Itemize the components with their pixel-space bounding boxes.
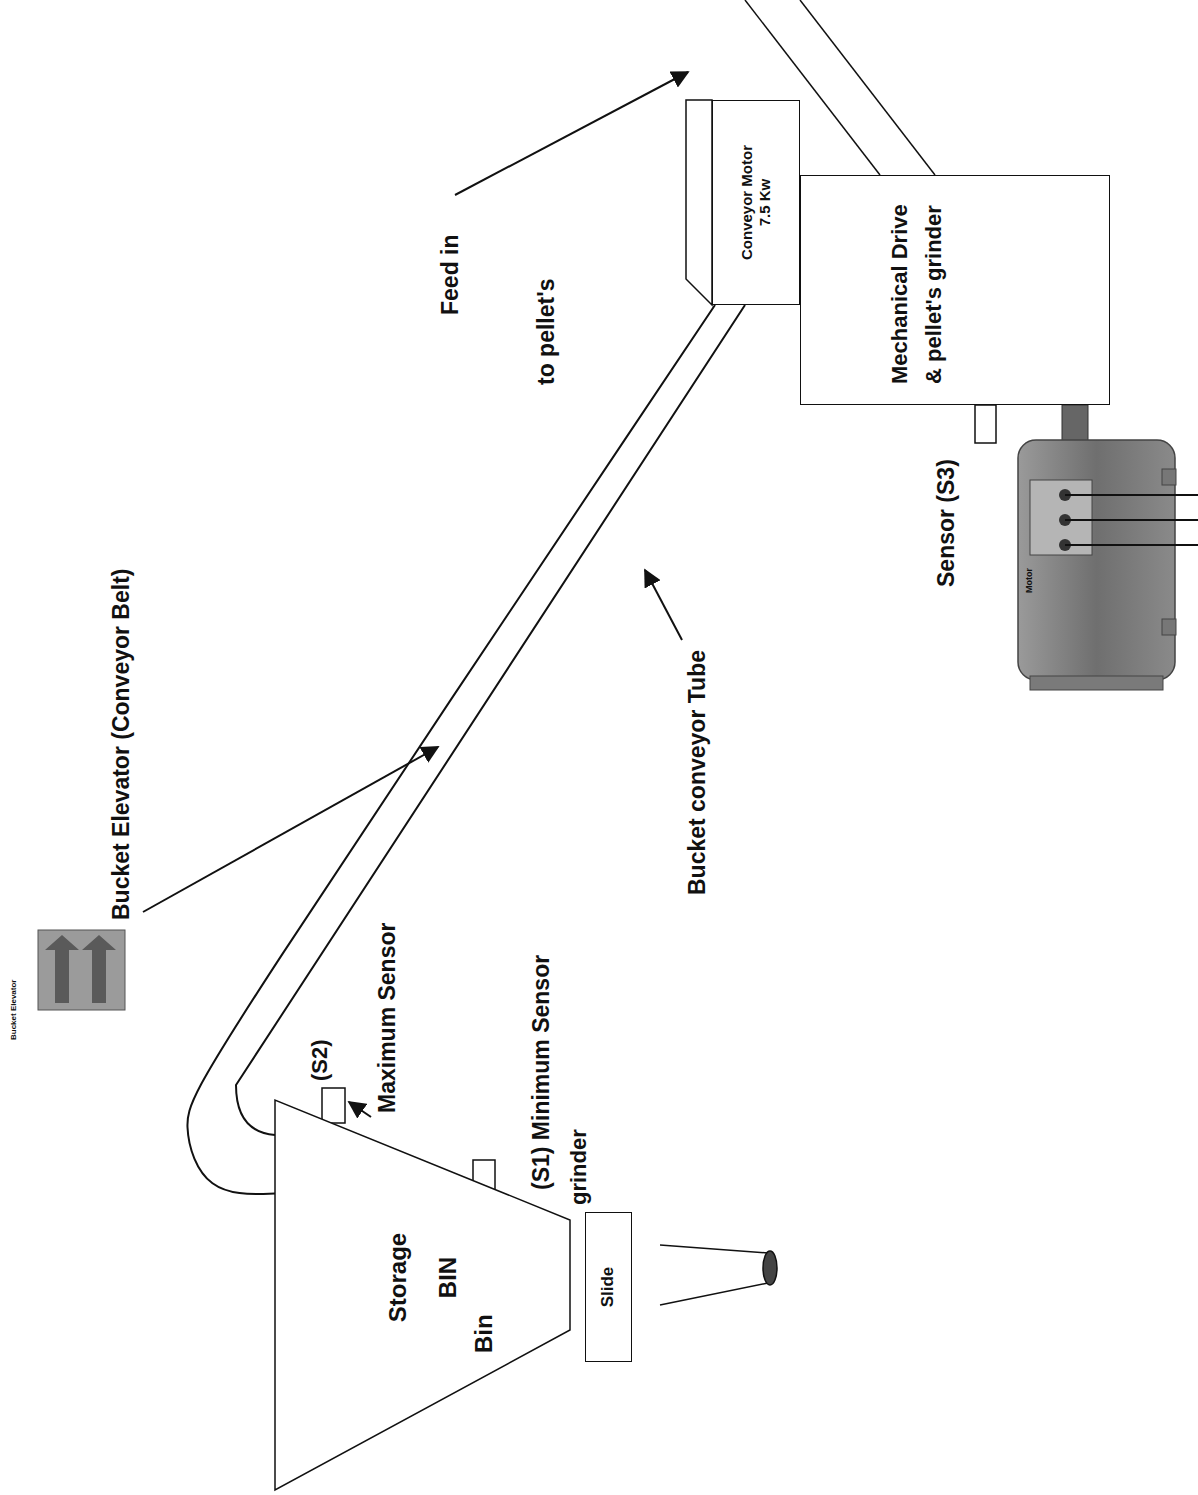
leader-arrow [455,72,688,195]
chute-line [800,0,935,175]
callout-label: Bucket conveyor Tube [684,650,710,895]
motor-end-cap [1030,676,1163,690]
storage-bin: Storage BINBin [275,1100,570,1490]
callout-label: (S2) [307,1039,332,1081]
icon-arrow [82,935,116,1003]
leader-arrow [349,1102,371,1117]
callout-label: (S1) Minimum Sensor [528,955,554,1190]
supply-wire [1065,494,1198,496]
icon-arrow [45,935,79,1003]
terminal-box [1030,480,1092,555]
motor-foot [1162,619,1176,635]
slide-gate: Slide [585,1212,632,1362]
callout-label: Bucket Elevator (Conveyor Belt) [108,569,134,920]
callout-label: to pellet's [533,279,559,385]
tube-wall [236,305,745,1135]
bin-outline-path [275,1100,570,1490]
outlet-cone [660,1245,768,1253]
callout-label: Feed in [437,234,463,315]
box-top-face [686,100,712,305]
node-text: Bin [470,1314,499,1353]
electric-motor [1018,405,1198,690]
conveyor-tube [187,305,715,1194]
node-text: Storage BIN [373,1215,473,1340]
icon-body [38,930,125,1010]
callout-label: Maximum Sensor [374,923,400,1113]
outlet-cone [660,1283,768,1305]
callout-label: grinder [566,1129,591,1205]
outlet-spout [763,1251,777,1285]
bucket-elevator-icon [38,930,125,1010]
node-text: Mechanical Drive & pellet's grinder [883,194,951,384]
bin-outline [275,1100,570,1490]
sensor-box [322,1088,345,1123]
node-text: Slide [598,1267,618,1308]
callout-label: Sensor (S3) [933,459,959,587]
small-caption: Motor [1024,568,1034,593]
motor-body [1018,440,1175,680]
grinder-box: Mechanical Drive & pellet's grinder [800,175,1110,405]
supply-wire [1065,519,1198,521]
sensor-box [975,405,996,443]
supply-wire [1065,544,1198,546]
motor-foot [1162,469,1176,485]
motor-shaft [1062,405,1088,445]
leader-arrow [645,570,682,640]
leader-arrow [143,747,438,912]
node-text: Conveyor Motor 7.5 Kw [738,144,774,262]
small-caption: Bucket Elevator [9,980,18,1040]
conveyor-motor-box: Conveyor Motor 7.5 Kw [712,100,800,305]
